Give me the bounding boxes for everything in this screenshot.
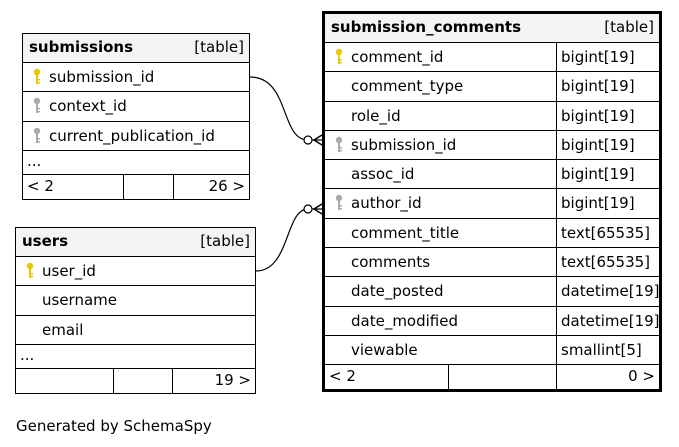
more-columns: ... (23, 151, 249, 175)
footer-middle (123, 174, 173, 199)
column-name: comments (351, 253, 431, 272)
fk-crowfoot-submission (312, 134, 323, 146)
column-row[interactable]: submission_id (23, 63, 249, 93)
column-name: username (42, 291, 117, 310)
foreign-key-icon (32, 97, 42, 115)
table-footer: < 2 26 > (23, 174, 249, 199)
column-name: submission_id (351, 135, 457, 154)
column-name: user_id (42, 262, 96, 280)
parents-count (16, 369, 113, 393)
footer-middle (448, 365, 556, 390)
table-footer: < 2 0 > (325, 365, 659, 390)
table-header: users [table] (16, 228, 255, 257)
column-name: comment_type (351, 77, 464, 96)
column-type: bigint[19] (556, 101, 659, 130)
primary-key-icon (25, 262, 35, 280)
column-type: bigint[19] (556, 189, 659, 218)
column-row[interactable]: comments text[65535] (325, 248, 659, 278)
parents-count[interactable]: < 2 (329, 367, 356, 386)
column-name: email (42, 320, 84, 339)
primary-key-icon (334, 48, 344, 66)
generated-by-label: Generated by SchemaSpy (16, 417, 212, 435)
column-type: datetime[19] (556, 306, 660, 335)
footer-middle (113, 368, 172, 393)
fk-crowfoot-author (312, 203, 323, 215)
column-row[interactable]: role_id bigint[19] (325, 101, 659, 131)
column-row[interactable]: viewable smallint[5] (325, 335, 659, 366)
column-name: comment_id (351, 48, 444, 66)
column-row[interactable]: comment_id bigint[19] (325, 43, 659, 73)
column-type: smallint[5] (556, 335, 659, 365)
column-type: bigint[19] (556, 72, 659, 101)
column-name: date_modified (351, 311, 458, 330)
column-row[interactable]: assoc_id bigint[19] (325, 160, 659, 190)
table-kind: [table] (194, 38, 244, 56)
column-name: context_id (49, 97, 127, 116)
table-kind: [table] (200, 232, 250, 250)
column-type: bigint[19] (556, 130, 659, 160)
fk-line-author (255, 208, 322, 272)
parents-count[interactable]: < 2 (27, 176, 54, 195)
column-type: bigint[19] (556, 43, 659, 72)
table-footer: 19 > (16, 368, 255, 393)
column-name: viewable (351, 340, 418, 359)
foreign-key-icon (32, 127, 42, 145)
fk-line-submission (249, 76, 322, 141)
column-row[interactable]: context_id (23, 92, 249, 122)
table-kind: [table] (604, 18, 654, 36)
column-row[interactable]: username (16, 286, 255, 316)
children-count[interactable]: 26 > (173, 174, 249, 199)
column-name: assoc_id (351, 165, 415, 184)
column-name: role_id (351, 106, 401, 125)
column-name: submission_id (49, 68, 155, 86)
children-count: 0 > (556, 365, 659, 390)
column-row[interactable]: current_publication_id (23, 122, 249, 151)
column-name: author_id (351, 194, 422, 213)
column-name: comment_title (351, 223, 460, 242)
fk-optional-circle-author (303, 204, 313, 214)
column-type: datetime[19] (556, 277, 660, 306)
column-row[interactable]: email (16, 316, 255, 345)
table-name: submission_comments (331, 18, 522, 36)
column-type: text[65535] (556, 218, 659, 248)
table-header: submission_comments [table] (325, 14, 659, 43)
column-row[interactable]: user_id (16, 257, 255, 287)
table-users[interactable]: users [table] user_id username email ... 1… (15, 227, 256, 394)
table-header: submissions [table] (23, 34, 249, 63)
column-name: date_posted (351, 282, 444, 301)
column-row[interactable]: comment_type bigint[19] (325, 72, 659, 102)
foreign-key-icon (334, 194, 344, 212)
column-row[interactable]: date_modified datetime[19] (325, 306, 660, 336)
primary-key-icon (32, 68, 42, 86)
column-type: text[65535] (556, 248, 659, 277)
children-count[interactable]: 19 > (172, 368, 255, 393)
foreign-key-icon (334, 136, 344, 154)
column-row[interactable]: date_posted datetime[19] (325, 277, 660, 307)
table-name: submissions (29, 38, 134, 56)
column-row[interactable]: author_id bigint[19] (325, 189, 659, 219)
column-type: bigint[19] (556, 160, 659, 189)
table-name: users (22, 232, 69, 250)
fk-optional-circle-submission (303, 135, 313, 145)
column-row[interactable]: submission_id bigint[19] (325, 130, 659, 161)
more-columns: ... (16, 345, 255, 369)
column-name: current_publication_id (49, 126, 215, 145)
column-row[interactable]: comment_title text[65535] (325, 218, 659, 249)
